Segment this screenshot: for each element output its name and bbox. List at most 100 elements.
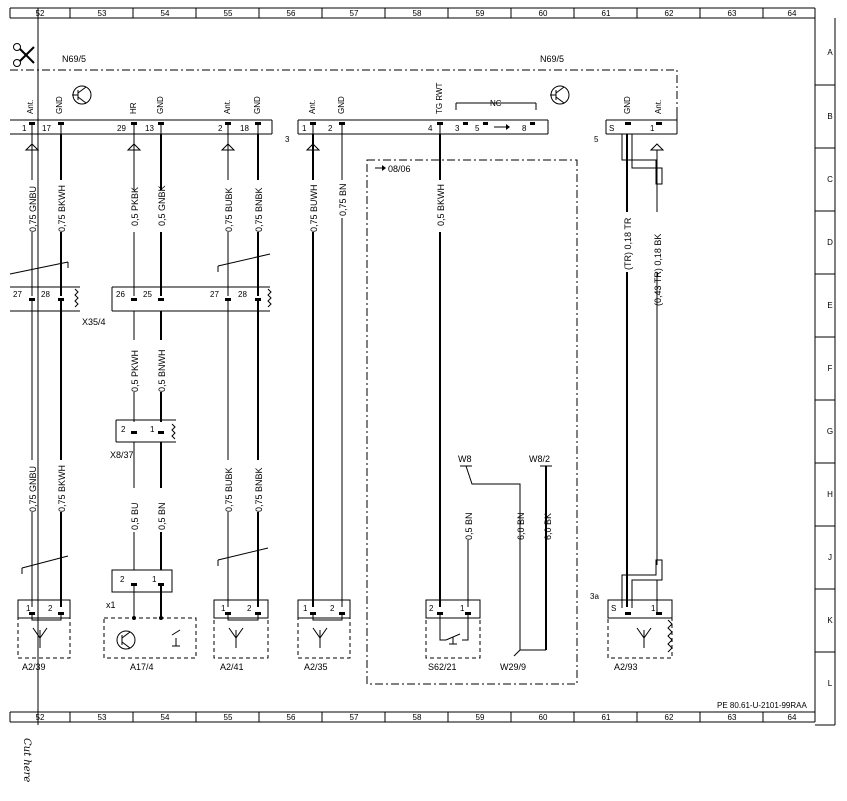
s62-21-switch: 2 1 S62/21 xyxy=(425,599,481,672)
document-reference: PE 80.61-U-2101-99RAA xyxy=(717,701,807,710)
wire-label: (TR) 0,18 TR xyxy=(623,217,633,270)
pin-number: 4 xyxy=(428,124,433,133)
a2-39-label: A2/39 xyxy=(22,662,46,672)
wire-label: 0,75 GNBU xyxy=(28,186,38,232)
grid-row: H xyxy=(827,490,833,499)
grid-col: 60 xyxy=(539,9,548,18)
pin-number: 2 xyxy=(429,604,434,613)
wire-label: 0,5 GNBK xyxy=(157,185,167,226)
wire-label: 0,75 BNBK xyxy=(254,467,264,512)
wire-label: 0,75 BKWH xyxy=(57,465,67,512)
wire-labels-upper: 0,75 GNBU 0,75 BKWH 0,5 PKBK 0,5 GNBK 0,… xyxy=(28,183,663,306)
s62-21-label: S62/21 xyxy=(428,662,457,672)
wire-label: 0,5 PKWH xyxy=(130,350,140,392)
grid-row: E xyxy=(827,301,832,310)
x8-37-label: X8/37 xyxy=(110,450,134,460)
wire-label: 0,75 BUWH xyxy=(309,184,319,232)
func-label: HR xyxy=(129,102,138,114)
ground-icon xyxy=(171,629,181,647)
grid-numbers-top: 52 53 54 55 56 57 58 59 60 61 62 63 64 xyxy=(36,9,797,18)
grid-col: 53 xyxy=(98,713,107,722)
x35-4-label: X35/4 xyxy=(82,317,106,327)
pin-number: 1 xyxy=(460,604,465,613)
a2-41-label: A2/41 xyxy=(220,662,244,672)
wire-label: 6,0 BN xyxy=(516,512,526,540)
wire-labels-lower: 0,75 GNBU 0,75 BKWH 0,5 BU 0,5 BN 0,75 B… xyxy=(28,465,553,540)
wires-upper xyxy=(9,134,665,607)
grid-col: 61 xyxy=(602,713,611,722)
w29-9-label: W29/9 xyxy=(500,662,526,672)
pin-number: 1 xyxy=(22,124,27,133)
antenna-icon xyxy=(636,627,652,648)
antenna-icon xyxy=(228,627,244,648)
pin-number: 13 xyxy=(145,124,154,133)
n69-5-label-right: N69/5 xyxy=(540,54,564,64)
pin-number: 27 xyxy=(210,290,219,299)
x8-37-connector: 2 1 X8/37 xyxy=(110,419,176,460)
a2-93-antenna: 3a S 1 A2/93 xyxy=(590,559,673,672)
grid-col: 56 xyxy=(287,713,296,722)
pin-number: 1 xyxy=(150,425,155,434)
grid-col: 54 xyxy=(161,713,170,722)
grid-row: K xyxy=(827,616,833,625)
pin-number: 1 xyxy=(302,124,307,133)
x35-4-connector: 27 28 26 25 27 28 X35/4 xyxy=(10,286,272,327)
w8-2-label: W8/2 xyxy=(529,454,550,464)
pin-number: S xyxy=(611,604,616,613)
grid-row: B xyxy=(827,112,832,121)
pin-number: 29 xyxy=(117,124,126,133)
grid-col: 52 xyxy=(36,9,45,18)
grid-col: 53 xyxy=(98,9,107,18)
func-label: Ant. xyxy=(26,100,35,114)
grid-col: 63 xyxy=(728,713,737,722)
w8-label: W8 xyxy=(458,454,472,464)
wire-label: (0,43 TR) 0,18 BK xyxy=(653,234,663,306)
wire-label: 0,75 BN xyxy=(338,183,348,216)
pin-number: 1 xyxy=(303,604,308,613)
wire-label: 0,5 BU xyxy=(130,502,140,530)
grid-numbers-bottom: 52 53 54 55 56 57 58 59 60 61 62 63 64 xyxy=(36,713,797,722)
a2-35-antenna: 1 2 A2/35 xyxy=(297,599,351,672)
wire-label: 6,0 BK xyxy=(543,513,553,540)
a2-41-antenna: 1 2 A2/41 xyxy=(213,599,269,672)
grid-col: 62 xyxy=(665,9,674,18)
grid-col: 58 xyxy=(413,9,422,18)
wires-mid xyxy=(21,301,269,607)
a2-35-label: A2/35 xyxy=(304,662,328,672)
grid-col: 59 xyxy=(476,713,485,722)
grid-col: 61 xyxy=(602,9,611,18)
pin-number: 2 xyxy=(330,604,335,613)
pin-number: 25 xyxy=(143,290,152,299)
col-separators xyxy=(9,8,764,722)
func-label: Ant. xyxy=(223,100,232,114)
pin-number: 1 xyxy=(26,604,31,613)
wire-label: 0,5 BN xyxy=(464,512,474,540)
wire-label: 0,5 PKBK xyxy=(130,187,140,226)
wire-label: 0,5 BNWH xyxy=(157,349,167,392)
pin-number: 18 xyxy=(240,124,249,133)
pin-number: 2 xyxy=(328,124,333,133)
grid-col: 64 xyxy=(788,713,797,722)
grid-row: F xyxy=(828,364,833,373)
wire-label: 0,5 BKWH xyxy=(436,184,446,226)
grid-col: 54 xyxy=(161,9,170,18)
func-label: GND xyxy=(337,96,346,114)
pin-number: 8 xyxy=(522,124,527,133)
cut-here-label: Cut here xyxy=(21,738,32,782)
wire-label: 0,75 BKWH xyxy=(57,185,67,232)
pin-number: 2 xyxy=(48,604,53,613)
func-label: GND xyxy=(253,96,262,114)
func-label: GND xyxy=(623,96,632,114)
pin-number: 3 xyxy=(455,124,460,133)
grid-col: 58 xyxy=(413,713,422,722)
grid-row: C xyxy=(827,175,833,184)
pin-number: S xyxy=(609,124,614,133)
a2-39-antenna: 1 2 A2/39 xyxy=(17,599,71,672)
transistor-icon xyxy=(550,85,570,105)
date-box-08-06: 08/06 W8 W8/2 W29/9 xyxy=(366,159,578,685)
wire-label: 0,75 BNBK xyxy=(254,187,264,232)
grid-row: A xyxy=(827,48,833,57)
pin-number: 2 xyxy=(247,604,252,613)
func-label: Ant. xyxy=(308,100,317,114)
